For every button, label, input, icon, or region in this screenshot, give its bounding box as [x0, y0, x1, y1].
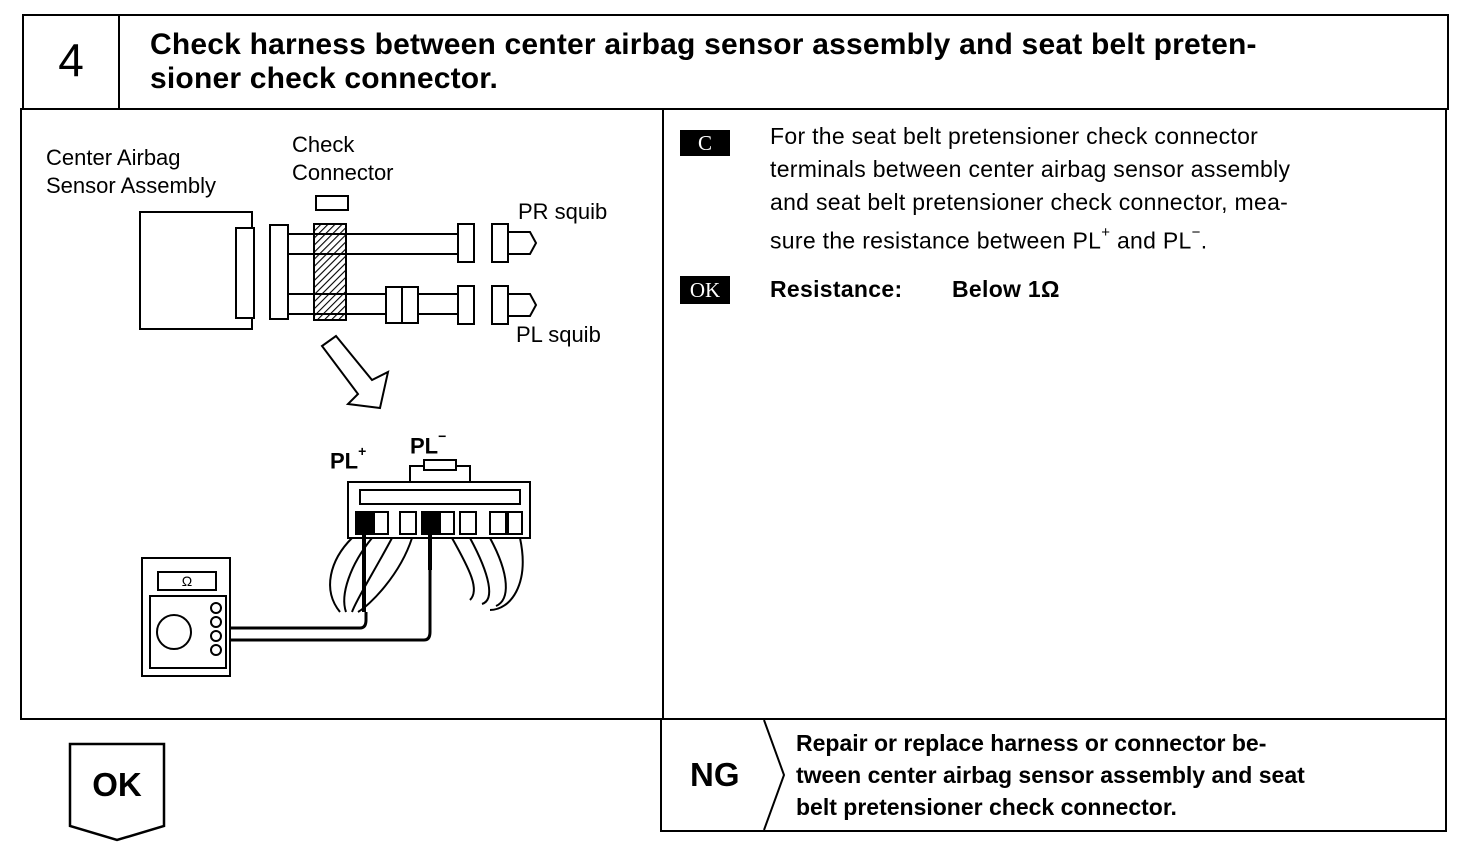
ng-divider	[763, 720, 786, 830]
instruction-line3: and seat belt pretensioner check connect…	[770, 189, 1289, 215]
badge-check: C	[680, 130, 730, 156]
ng-text-line3: belt pretensioner check connector.	[796, 794, 1177, 820]
instruction-line4: sure the resistance between PL+ and PL−.	[770, 224, 1208, 254]
terminal-label-pl-plus: PL+	[330, 443, 367, 474]
ng-text-line1: Repair or replace harness or connector b…	[796, 730, 1267, 756]
ng-result-box	[660, 718, 1447, 832]
ok-result-label: OK	[92, 766, 142, 803]
meter-ohm-symbol: Ω	[182, 573, 192, 589]
ok-result-tag	[68, 742, 166, 842]
ng-result-label: NG	[690, 756, 740, 793]
check-connector-icon	[315, 195, 349, 211]
label-pl-squib: PL squib	[516, 322, 601, 347]
label-connector: Connector	[292, 160, 394, 185]
sensor-assembly-connector	[235, 227, 255, 319]
label-center-airbag: Center Airbag	[46, 145, 181, 170]
badge-ok: OK	[680, 276, 730, 304]
ng-text-line2: tween center airbag sensor assembly and …	[796, 762, 1305, 788]
step-number: 4	[58, 34, 84, 86]
resistance-value: Below 1Ω	[952, 276, 1060, 302]
step-title-line2: sioner check connector.	[150, 62, 499, 95]
check-connector	[313, 223, 347, 321]
label-pr-squib: PR squib	[518, 199, 608, 224]
harness-connector	[269, 224, 289, 320]
resistance-label: Resistance:	[770, 276, 903, 302]
instruction-line2: terminals between center airbag sensor a…	[770, 156, 1291, 182]
step-title-line1: Check harness between center airbag sens…	[150, 28, 1257, 61]
sensor-assembly-body	[139, 211, 253, 330]
label-check: Check	[292, 132, 355, 157]
terminal-label-pl-minus: PL−	[410, 428, 447, 459]
label-sensor-assembly: Sensor Assembly	[46, 173, 216, 198]
instruction-line1: For the seat belt pretensioner check con…	[770, 123, 1259, 149]
